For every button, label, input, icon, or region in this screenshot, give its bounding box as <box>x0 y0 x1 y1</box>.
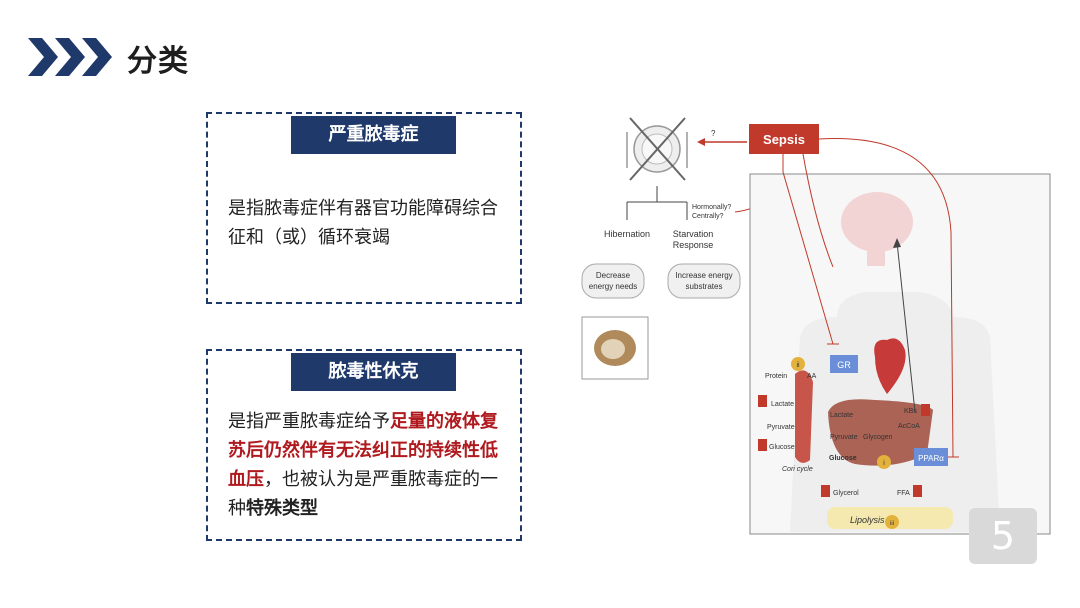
kbs-label: KBs <box>904 408 917 415</box>
pyruvate-label: Pyruvate <box>830 434 858 441</box>
sepsis-metabolism-diagram: ? Sepsis Hormonally? Centrally? ? Hibern… <box>581 117 1051 535</box>
page-number-badge: 5 <box>969 508 1037 564</box>
gr-box <box>830 355 858 373</box>
card-header: 脓毒性休克 <box>291 353 456 391</box>
hormonally-label: Hormonally? <box>692 204 731 211</box>
step-marker <box>885 515 899 529</box>
increase-energy-bubble <box>667 263 741 299</box>
septic-shock-card: 脓毒性休克 是指严重脓毒症给予足量的液体复苏后仍然伴有无法纠正的持续性低血压，也… <box>206 349 522 541</box>
lactate-label: Lactate <box>771 401 794 408</box>
brain-icon <box>841 192 913 252</box>
gr-label: GR <box>837 360 851 370</box>
body-text: ，也被认为是严重脓毒症的一种 <box>228 469 498 519</box>
accoa-label: AcCoA <box>898 423 920 430</box>
chevron-arrows-icon <box>28 38 112 76</box>
centrally-label: Centrally? <box>692 213 724 220</box>
substrates-label: substrates <box>686 282 723 291</box>
ppar-box <box>914 448 948 466</box>
decrease-label: Decrease <box>596 271 631 280</box>
card-body: 是指严重脓毒症给予足量的液体复苏后仍然伴有无法纠正的持续性低血压，也被认为是严重… <box>228 407 508 523</box>
starvation-label: Starvation <box>673 229 714 239</box>
cori-cycle-label: Cori cycle <box>782 466 813 473</box>
highlight-text: 足量的液体复苏后仍然伴有无法纠正的持续性低血压 <box>228 411 498 490</box>
heart-icon <box>874 338 906 394</box>
glucose-label: Glucose <box>769 444 795 451</box>
glycerol-label: Glycerol <box>833 490 859 497</box>
energy-needs-label: energy needs <box>589 282 637 291</box>
bold-text: 特殊类型 <box>246 498 318 519</box>
question-mark: ? <box>711 129 716 138</box>
body-text: 是指严重脓毒症给予 <box>228 411 390 432</box>
severe-sepsis-card: 严重脓毒症 是指脓毒症伴有器官功能障碍综合征和（或）循环衰竭 <box>206 112 522 304</box>
step-marker <box>791 357 805 371</box>
up-arrow-icons <box>758 395 930 497</box>
sepsis-label: Sepsis <box>763 132 805 147</box>
step-label: iii <box>890 521 894 527</box>
aa-label: AA <box>807 373 817 380</box>
ppar-label: PPARα <box>918 454 944 463</box>
liver-icon <box>828 399 933 466</box>
increase-label: Increase energy <box>675 271 732 280</box>
ffa-label: FFA <box>897 490 910 497</box>
sepsis-box <box>749 124 819 154</box>
step-label: i <box>883 460 885 467</box>
protein-label: Protein <box>765 373 787 380</box>
muscle-icon <box>795 370 813 463</box>
response-label: Response <box>673 240 714 250</box>
card-header: 严重脓毒症 <box>291 116 456 154</box>
glycogen-label: Glycogen <box>863 434 893 441</box>
step-marker <box>877 455 891 469</box>
lactate-label: Lactate <box>830 412 853 419</box>
decrease-energy-bubble <box>581 263 645 299</box>
card-body: 是指脓毒症伴有器官功能障碍综合征和（或）循环衰竭 <box>228 198 498 248</box>
step-label: ii <box>796 362 800 369</box>
pyruvate-label: Pyruvate <box>767 424 795 431</box>
page-title: 分类 <box>127 44 189 79</box>
lipolysis-label: Lipolysis <box>850 515 885 525</box>
no-food-icon <box>626 117 688 181</box>
glucose-label: Glucose <box>829 455 857 462</box>
hibernation-label: Hibernation <box>604 229 650 239</box>
